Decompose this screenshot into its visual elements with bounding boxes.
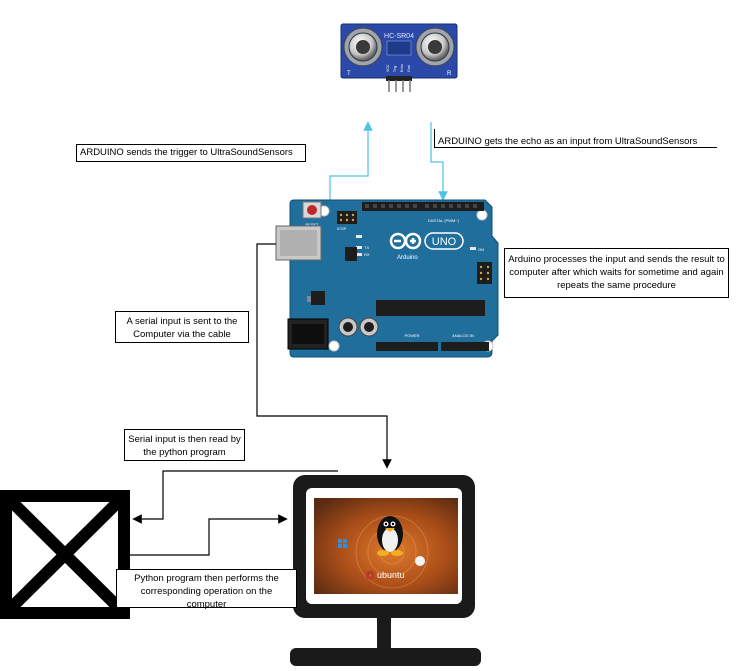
digital-label: DIGITAL (PWM~) [428, 218, 460, 223]
trigger-arrow [329, 121, 373, 205]
sensor-pin-label-echo: Echo [400, 64, 404, 72]
sensor-pin-label-trig: Trig [393, 66, 397, 72]
trigger-annotation: ARDUINO sends the trigger to UltraSoundS… [76, 144, 306, 162]
reset-label: RESET [305, 222, 319, 227]
echo-arrow [430, 122, 448, 201]
ultrasonic-sensor: HC-SR04 T R VCC Trig Echo Gnd [340, 23, 458, 92]
penguin-icon [377, 516, 403, 556]
serial-sent-annotation: A serial input is sent to the Computer v… [115, 311, 249, 343]
serial-cable-arrow [256, 243, 392, 469]
uno-badge [424, 232, 464, 250]
sensor-mark-r: R [447, 71, 452, 77]
atmega-chip [376, 300, 485, 316]
tx-label: TX [364, 245, 369, 250]
icsp-label-top: ICSP [337, 226, 347, 231]
analog-header [441, 342, 489, 351]
sensor-mark-t: T [347, 71, 351, 77]
ubuntu-text: ubuntu [377, 570, 405, 580]
windows-icon [338, 539, 347, 548]
sensor-model-label: HC-SR04 [384, 33, 414, 40]
rx-label: RX [364, 252, 370, 257]
computer-monitor: ubuntu [290, 475, 481, 666]
arduino-uno-board: RESET ICSP DIGITAL (PWM~) TX RX [275, 199, 499, 358]
arduino-logo [389, 232, 422, 250]
sensor-pin-label-gnd: Gnd [407, 65, 411, 72]
python-program-placeholder [0, 490, 130, 619]
python-op-arrow [130, 514, 288, 556]
digital-header-pins [365, 204, 477, 208]
uno-text: UNO [432, 236, 457, 248]
cursor-circle-icon [415, 556, 425, 566]
serial-read-annotation: Serial input is then read by the python … [124, 429, 245, 461]
on-label: ON [478, 247, 484, 252]
process-annotation: Arduino processes the input and sends th… [504, 248, 729, 298]
analog-label: ANALOG IN [452, 333, 474, 338]
python-op-annotation: Python program then performs the corresp… [116, 569, 297, 610]
digital-header [362, 202, 484, 211]
power-header [376, 342, 438, 351]
ubuntu-logo-icon [365, 570, 375, 580]
serial-read-arrow [132, 470, 338, 524]
power-label: POWER [404, 333, 419, 338]
arduino-brand-text: Arduino [397, 255, 418, 261]
sensor-pin-label-vcc: VCC [386, 64, 390, 72]
echo-annotation: ARDUINO gets the echo as an input from U… [434, 129, 717, 148]
